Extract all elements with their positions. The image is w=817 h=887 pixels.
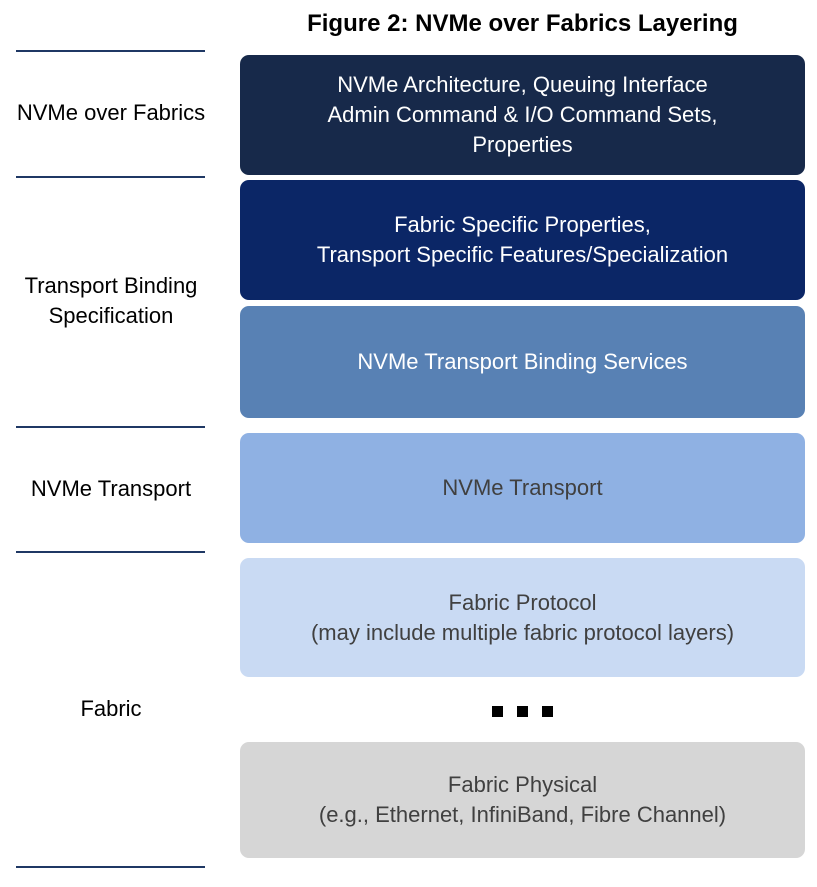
figure-title: Figure 2: NVMe over Fabrics Layering — [307, 10, 738, 37]
layer-text-line: (e.g., Ethernet, InfiniBand, Fibre Chann… — [318, 802, 727, 827]
layer-text-line: NVMe Transport Binding Services — [357, 349, 688, 374]
layer-text-line: NVMe Transport — [442, 475, 603, 500]
layer-text-line: Properties — [472, 132, 573, 157]
ellipsis-square-icon — [542, 705, 553, 717]
layer-nvme-architecture: NVMe Architecture, Queuing Interface Adm… — [240, 55, 805, 175]
layer-nvme-transport-binding-services: NVMe Transport Binding Services — [240, 306, 805, 418]
bracket-line-4 — [16, 551, 205, 553]
rail-label-text: NVMe over Fabrics — [16, 100, 206, 125]
layer-nvme-transport: NVMe Transport — [240, 433, 805, 543]
rail-label-nvme-over-fabrics: NVMe over Fabrics — [4, 52, 218, 174]
layer-fabric-protocol: Fabric Protocol (may include multiple fa… — [240, 558, 805, 677]
continuation-ellipsis — [240, 693, 805, 729]
layer-fabric-specific-properties: Fabric Specific Properties, Transport Sp… — [240, 180, 805, 300]
rail-label-fabric: Fabric — [4, 553, 218, 864]
rail-label-text: Fabric — [80, 695, 142, 721]
bracket-line-2 — [16, 176, 205, 178]
layer-text-line: NVMe Architecture, Queuing Interface — [337, 72, 708, 97]
rail-label-transport-binding-specification: Transport Binding Specification — [4, 178, 218, 424]
layer-text-line: Admin Command & I/O Command Sets, — [327, 102, 718, 127]
layer-text-line: Fabric Specific Properties, — [394, 212, 651, 237]
rail-label-text: Transport Binding Specification — [24, 273, 198, 328]
bracket-line-bottom — [16, 866, 205, 868]
layer-text-line: Fabric Protocol — [448, 589, 597, 615]
ellipsis-square-icon — [517, 705, 528, 717]
bracket-line-3 — [16, 426, 205, 428]
layer-fabric-physical: Fabric Physical (e.g., Ethernet, InfiniB… — [240, 742, 805, 858]
layer-text-line: Fabric Physical — [447, 772, 598, 797]
rail-label-nvme-transport: NVMe Transport — [4, 428, 218, 549]
layer-text-line: (may include multiple fabric protocol la… — [310, 619, 735, 645]
bracket-line-top — [16, 50, 205, 52]
ellipsis-square-icon — [492, 705, 503, 717]
rail-label-text: NVMe Transport — [30, 475, 192, 501]
layer-text-line: Transport Specific Features/Specializati… — [316, 242, 729, 267]
